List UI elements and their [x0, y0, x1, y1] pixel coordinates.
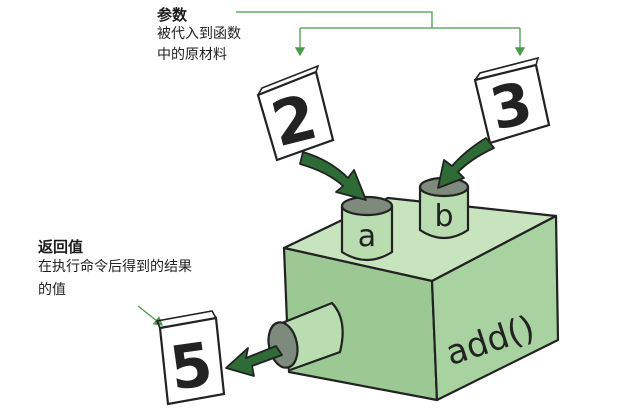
arrow-card3-to-slot-b [437, 137, 495, 189]
arrow-pipe-to-card5 [225, 345, 283, 377]
slot-a [340, 195, 394, 262]
function-box-right [430, 214, 560, 402]
arrow-card2-to-slot-a [299, 151, 367, 201]
parameters-title: 参数 [157, 6, 188, 24]
parameter-card-2 [256, 64, 335, 162]
return-card-5 [155, 310, 226, 406]
return-value-desc-line2: 的值 [38, 282, 66, 298]
parameters-annotation-bracket [236, 11, 526, 57]
function-box [282, 196, 560, 402]
return-value-title: 返回值 [38, 238, 84, 256]
card-5-number: 5 [166, 329, 217, 404]
slot-b-label: b [434, 199, 453, 234]
parameters-desc-line2: 中的原材料 [157, 47, 227, 63]
return-value-desc-line1: 在执行命令后得到的结果 [38, 259, 192, 275]
slot-a-label: a [358, 219, 376, 254]
parameters-desc-line1: 被代入到函数 [157, 26, 241, 42]
slot-b [418, 176, 470, 240]
parameter-card-3 [473, 56, 551, 145]
return-value-annotation-arrow [137, 305, 164, 326]
